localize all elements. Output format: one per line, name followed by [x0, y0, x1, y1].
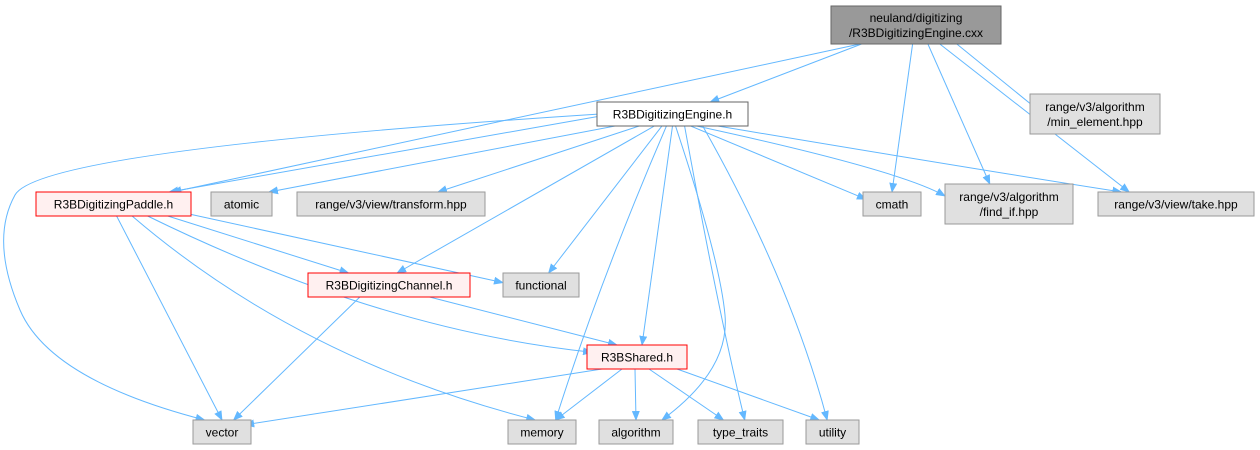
node-box [1097, 191, 1255, 217]
node-label: /R3BDigitizingEngine.cxx [849, 26, 983, 40]
edge-engine-to-shared [639, 125, 673, 346]
node-label: /find_if.hpp [980, 205, 1039, 219]
edge-root-to-minel [956, 43, 1044, 115]
node-label: memory [520, 426, 563, 440]
edge-shared-to-memory [554, 368, 623, 421]
node-label: cmath [876, 198, 909, 212]
edge-engine-to-algorithm [661, 125, 726, 421]
edge-shared-to-algorithm [631, 368, 640, 421]
node-box [586, 344, 688, 370]
node-label: atomic [224, 198, 259, 212]
node-box [210, 191, 273, 217]
node-label: functional [515, 279, 566, 293]
node-engine[interactable]: R3BDigitizingEngine.h [596, 101, 749, 127]
edges-layer [3, 43, 1130, 428]
edge-engine-to-utility [702, 125, 829, 421]
node-paddle[interactable]: R3BDigitizingPaddle.h [35, 191, 192, 217]
node-utility[interactable]: utility [805, 419, 860, 445]
edge-paddle-to-channel [167, 215, 350, 275]
node-box [296, 191, 486, 217]
edge-paddle-to-functional [181, 211, 504, 285]
node-label: R3BDigitizingEngine.h [613, 108, 732, 122]
edge-engine-to-paddle [168, 115, 599, 195]
node-label: vector [206, 426, 239, 440]
node-label: range/v3/view/transform.hpp [315, 198, 467, 212]
edge-root-to-engine [709, 43, 862, 103]
node-box [307, 272, 471, 298]
node-minel[interactable]: range/v3/algorithm/min_element.hpp [1029, 93, 1161, 135]
node-label: range/v3/algorithm [959, 190, 1058, 204]
node-box [502, 272, 580, 298]
edge-shared-to-type_traits [648, 368, 725, 421]
edge-engine-to-cmath [690, 125, 867, 200]
edge-root-to-cmath [889, 43, 914, 193]
edge-engine-to-functional [547, 125, 663, 274]
node-label: /min_element.hpp [1047, 115, 1143, 129]
node-label: R3BDigitizingChannel.h [326, 279, 453, 293]
edge-engine-to-vector [3, 113, 601, 422]
node-shared[interactable]: R3BShared.h [586, 344, 688, 370]
node-cmath[interactable]: cmath [862, 191, 922, 217]
node-box [697, 419, 784, 445]
node-label: type_traits [713, 426, 768, 440]
edge-engine-to-atomic [267, 125, 616, 195]
edge-engine-to-type_traits [684, 125, 747, 421]
node-box [598, 419, 674, 445]
edge-engine-to-findif [696, 125, 946, 197]
node-label: range/v3/algorithm [1045, 100, 1144, 114]
node-memory[interactable]: memory [507, 419, 577, 445]
edge-engine-to-memory [554, 125, 667, 421]
node-transform[interactable]: range/v3/view/transform.hpp [296, 191, 486, 217]
edge-engine-to-channel [396, 125, 655, 274]
node-box [944, 183, 1074, 225]
node-atomic[interactable]: atomic [210, 191, 273, 217]
node-label: R3BDigitizingPaddle.h [54, 198, 173, 212]
node-label: utility [819, 426, 846, 440]
edge-root-to-paddle [171, 43, 861, 195]
node-box [830, 5, 1002, 45]
edge-paddle-to-shared [147, 215, 593, 356]
node-root: neuland/digitizing/R3BDigitizingEngine.c… [830, 5, 1002, 45]
node-box [192, 419, 252, 445]
node-findif[interactable]: range/v3/algorithm/find_if.hpp [944, 183, 1074, 225]
node-channel[interactable]: R3BDigitizingChannel.h [307, 272, 471, 298]
edge-shared-to-vector [244, 368, 603, 428]
node-type_traits[interactable]: type_traits [697, 419, 784, 445]
edge-channel-to-vector [232, 296, 361, 421]
nodes-layer: neuland/digitizing/R3BDigitizingEngine.c… [35, 5, 1255, 445]
edge-paddle-to-vector [116, 215, 223, 421]
node-label: R3BShared.h [601, 351, 673, 365]
edge-root-to-findif [927, 43, 991, 185]
node-box [1029, 93, 1161, 135]
node-label: range/v3/view/take.hpp [1114, 198, 1238, 212]
node-functional[interactable]: functional [502, 272, 580, 298]
edge-engine-to-transform [437, 125, 640, 193]
edge-channel-to-shared [429, 296, 618, 347]
edge-engine-to-take [717, 125, 1123, 195]
node-box [35, 191, 192, 217]
node-take[interactable]: range/v3/view/take.hpp [1097, 191, 1255, 217]
node-label: neuland/digitizing [870, 11, 963, 25]
node-label: algorithm [611, 426, 660, 440]
node-box [862, 191, 922, 217]
node-box [805, 419, 860, 445]
node-box [596, 101, 749, 127]
edge-shared-to-utility [676, 368, 821, 421]
node-vector[interactable]: vector [192, 419, 252, 445]
node-algorithm[interactable]: algorithm [598, 419, 674, 445]
node-box [507, 419, 577, 445]
